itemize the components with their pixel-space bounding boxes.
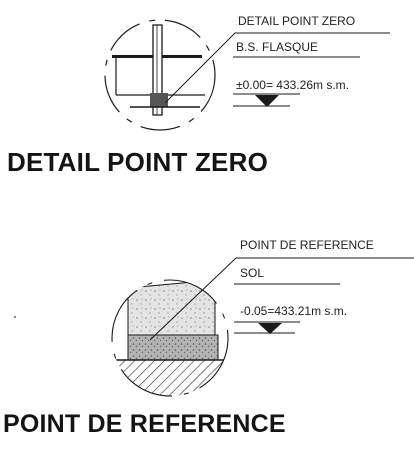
- level-marker-icon: [255, 95, 279, 107]
- reference-leader-label: POINT DE REFERENCE: [240, 238, 374, 252]
- detail-point-zero-drawing: [104, 19, 390, 131]
- detail-zero-level-label: ±0.00= 433.26m s.m.: [236, 78, 349, 92]
- level-marker-icon-2: [258, 323, 282, 334]
- detail-circle: [104, 19, 216, 131]
- reference-detail-circle: [111, 279, 229, 397]
- detail-zero-heading: DETAIL POINT ZERO: [7, 147, 269, 177]
- reference-heading: POINT DE REFERENCE: [3, 410, 286, 438]
- leader-line-reference: [149, 257, 414, 341]
- reference-material-label: SOL: [240, 266, 265, 280]
- reference-level-label: -0.05=433.21m s.m.: [240, 304, 348, 318]
- detail-zero-leader-label: DETAIL POINT ZERO: [238, 14, 356, 28]
- detail-zero-material-label: B.S. FLASQUE: [236, 40, 319, 54]
- leader-line-zero: [164, 32, 390, 104]
- reference-point-drawing: [14, 257, 414, 397]
